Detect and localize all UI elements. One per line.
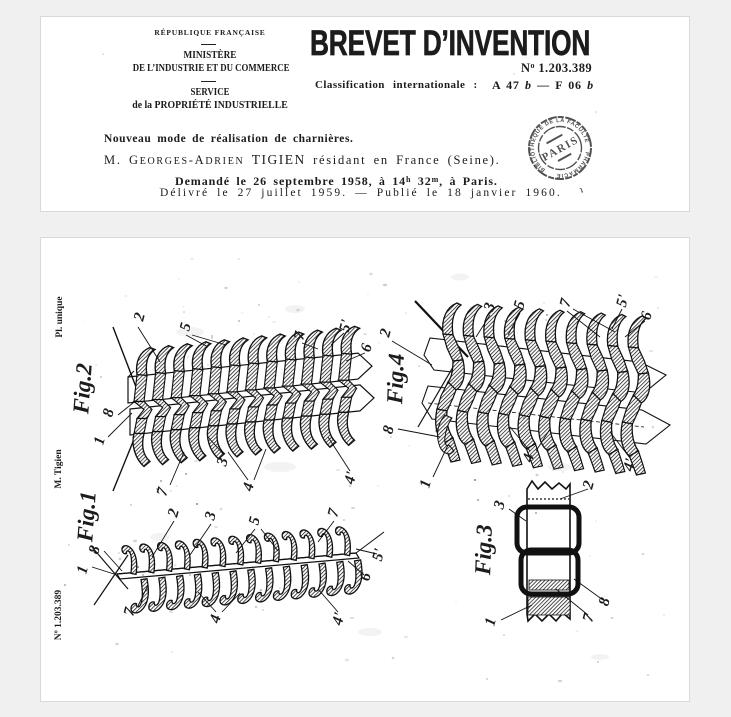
svg-text:7: 7 (556, 296, 575, 309)
svg-text:2: 2 (164, 507, 183, 520)
svg-text:1: 1 (481, 616, 499, 628)
svg-text:1: 1 (416, 478, 434, 490)
svg-text:7: 7 (324, 506, 343, 519)
svg-text:8: 8 (85, 544, 103, 556)
svg-text:2: 2 (376, 327, 395, 340)
svg-text:Pl. unique: Pl. unique (55, 296, 65, 337)
svg-text:Fig.3: Fig.3 (470, 524, 497, 576)
svg-text:3: 3 (213, 456, 232, 469)
svg-text:4': 4' (329, 611, 349, 628)
svg-text:1: 1 (73, 564, 91, 576)
svg-text:3: 3 (490, 499, 509, 512)
svg-text:3: 3 (201, 510, 220, 523)
svg-text:M. Tigien: M. Tigien (54, 449, 64, 489)
svg-text:5': 5' (613, 293, 633, 309)
svg-text:2: 2 (579, 479, 598, 492)
svg-text:5': 5' (369, 547, 389, 563)
svg-text:8: 8 (379, 424, 397, 436)
svg-text:3: 3 (480, 301, 499, 314)
svg-text:7: 7 (153, 485, 172, 498)
svg-text:1: 1 (90, 435, 108, 447)
svg-text:7: 7 (579, 611, 598, 624)
svg-text:2: 2 (130, 311, 149, 324)
svg-text:5: 5 (510, 299, 528, 311)
svg-text:4': 4' (341, 470, 361, 487)
svg-text:4': 4' (620, 457, 640, 474)
svg-text:8: 8 (595, 596, 613, 608)
svg-text:4: 4 (239, 481, 258, 494)
svg-text:4: 4 (206, 613, 225, 626)
svg-text:5': 5' (336, 318, 356, 334)
svg-text:Fig.1: Fig.1 (72, 490, 101, 543)
svg-text:Fig.4: Fig.4 (382, 353, 409, 405)
svg-text:Fig.2: Fig.2 (68, 362, 97, 415)
svg-text:8: 8 (99, 407, 117, 419)
svg-text:5: 5 (245, 515, 263, 527)
svg-text:6: 6 (357, 342, 375, 354)
svg-text:Nº 1.203.389: Nº 1.203.389 (54, 590, 64, 641)
